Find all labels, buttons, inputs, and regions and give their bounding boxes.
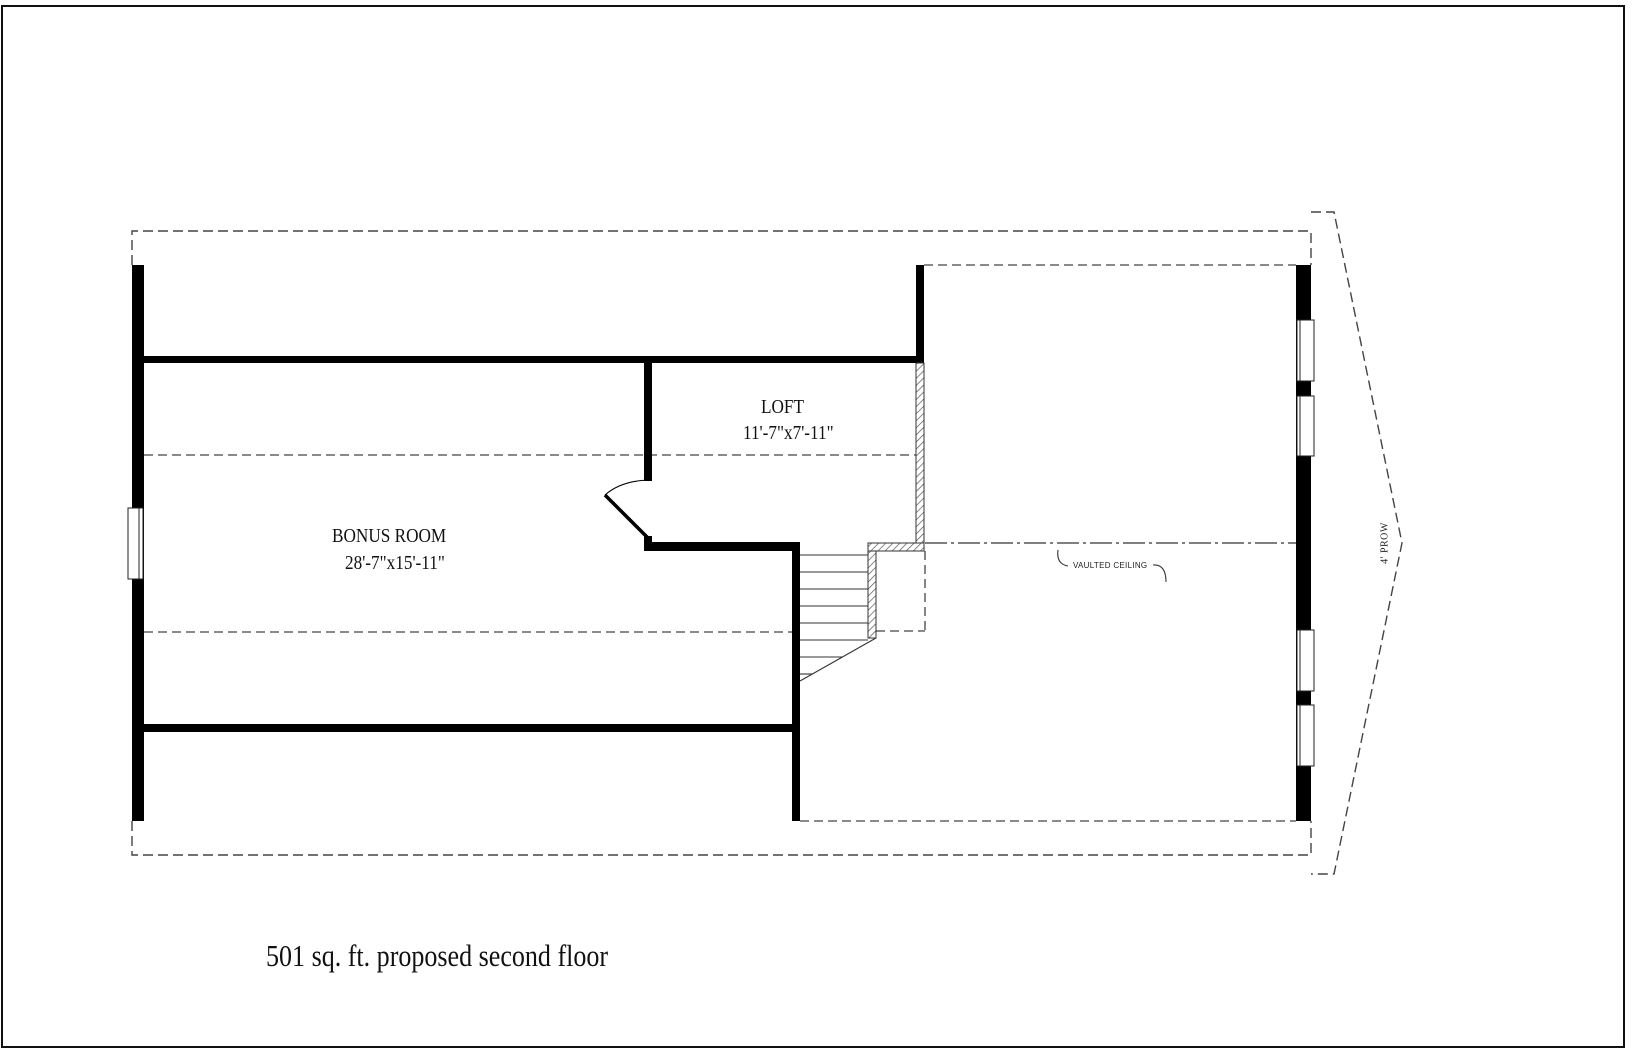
room-dimensions-loft: 11'-7"x7'-11" xyxy=(743,422,834,444)
door xyxy=(603,479,653,540)
window-left xyxy=(127,507,144,580)
stairs xyxy=(799,554,877,682)
vaulted-ceiling-note: VAULTED CEILING xyxy=(1073,561,1148,570)
room-label-bonus-room: BONUS ROOM xyxy=(332,525,447,547)
drawing-border xyxy=(1,5,1625,1048)
window-right-2 xyxy=(1296,395,1315,457)
room-dimensions-bonus-room: 28'-7"x15'-11" xyxy=(345,552,445,574)
prow-outline xyxy=(1311,211,1403,875)
plan-caption: 501 sq. ft. proposed second floor xyxy=(266,938,609,973)
prow-note: 4' PROW xyxy=(1379,522,1391,564)
windows xyxy=(127,319,1315,767)
ceiling-lines xyxy=(144,264,1296,822)
window-right-1 xyxy=(1296,319,1315,382)
window-right-3 xyxy=(1296,629,1315,692)
half-walls xyxy=(867,362,925,639)
window-right-4 xyxy=(1296,704,1315,767)
roof-outline xyxy=(131,230,1312,856)
room-label-loft: LOFT xyxy=(761,396,804,418)
vaulted-ceiling-leaders xyxy=(1057,549,1167,583)
